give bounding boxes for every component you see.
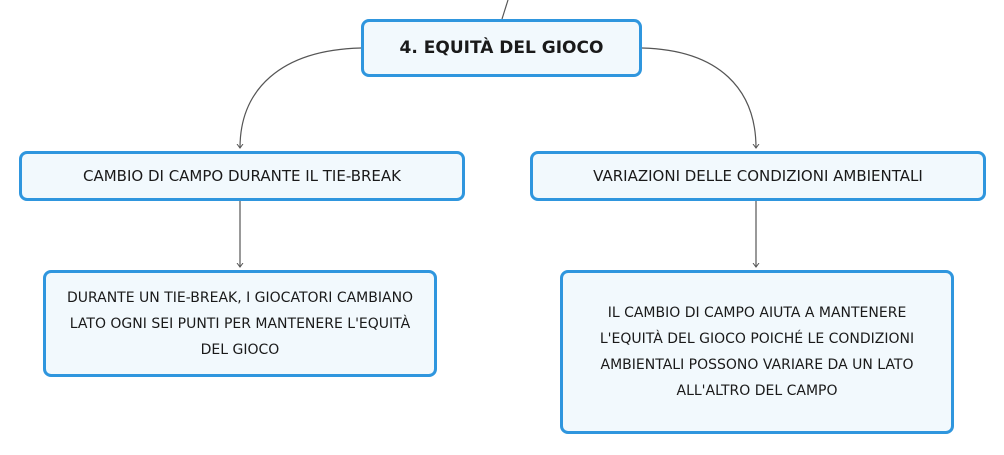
topic-node-label: CAMBIO DI CAMPO DURANTE IL TIE-BREAK: [82, 167, 402, 185]
connector-parent-to-root: [501, 0, 509, 20]
root-node-label: 4. EQUITÀ DEL GIOCO: [399, 38, 604, 58]
connector-root-to-topic-right: [641, 47, 756, 148]
topic-node-environmental-conditions[interactable]: VARIAZIONI DELLE CONDIZIONI AMBIENTALI: [530, 151, 986, 201]
topic-node-tie-break[interactable]: CAMBIO DI CAMPO DURANTE IL TIE-BREAK: [19, 151, 465, 201]
topic-node-label: VARIAZIONI DELLE CONDIZIONI AMBIENTALI: [593, 167, 923, 185]
detail-node-environmental-conditions[interactable]: IL CAMBIO DI CAMPO AIUTA A MANTENERE L'E…: [560, 270, 954, 434]
detail-node-text: IL CAMBIO DI CAMPO AIUTA A MANTENERE L'E…: [599, 305, 915, 399]
connector-root-to-topic-left: [240, 47, 362, 148]
detail-node-tie-break[interactable]: DURANTE UN TIE-BREAK, I GIOCATORI CAMBIA…: [43, 270, 437, 377]
root-node[interactable]: 4. EQUITÀ DEL GIOCO: [361, 19, 642, 77]
detail-node-text: DURANTE UN TIE-BREAK, I GIOCATORI CAMBIA…: [66, 289, 414, 358]
